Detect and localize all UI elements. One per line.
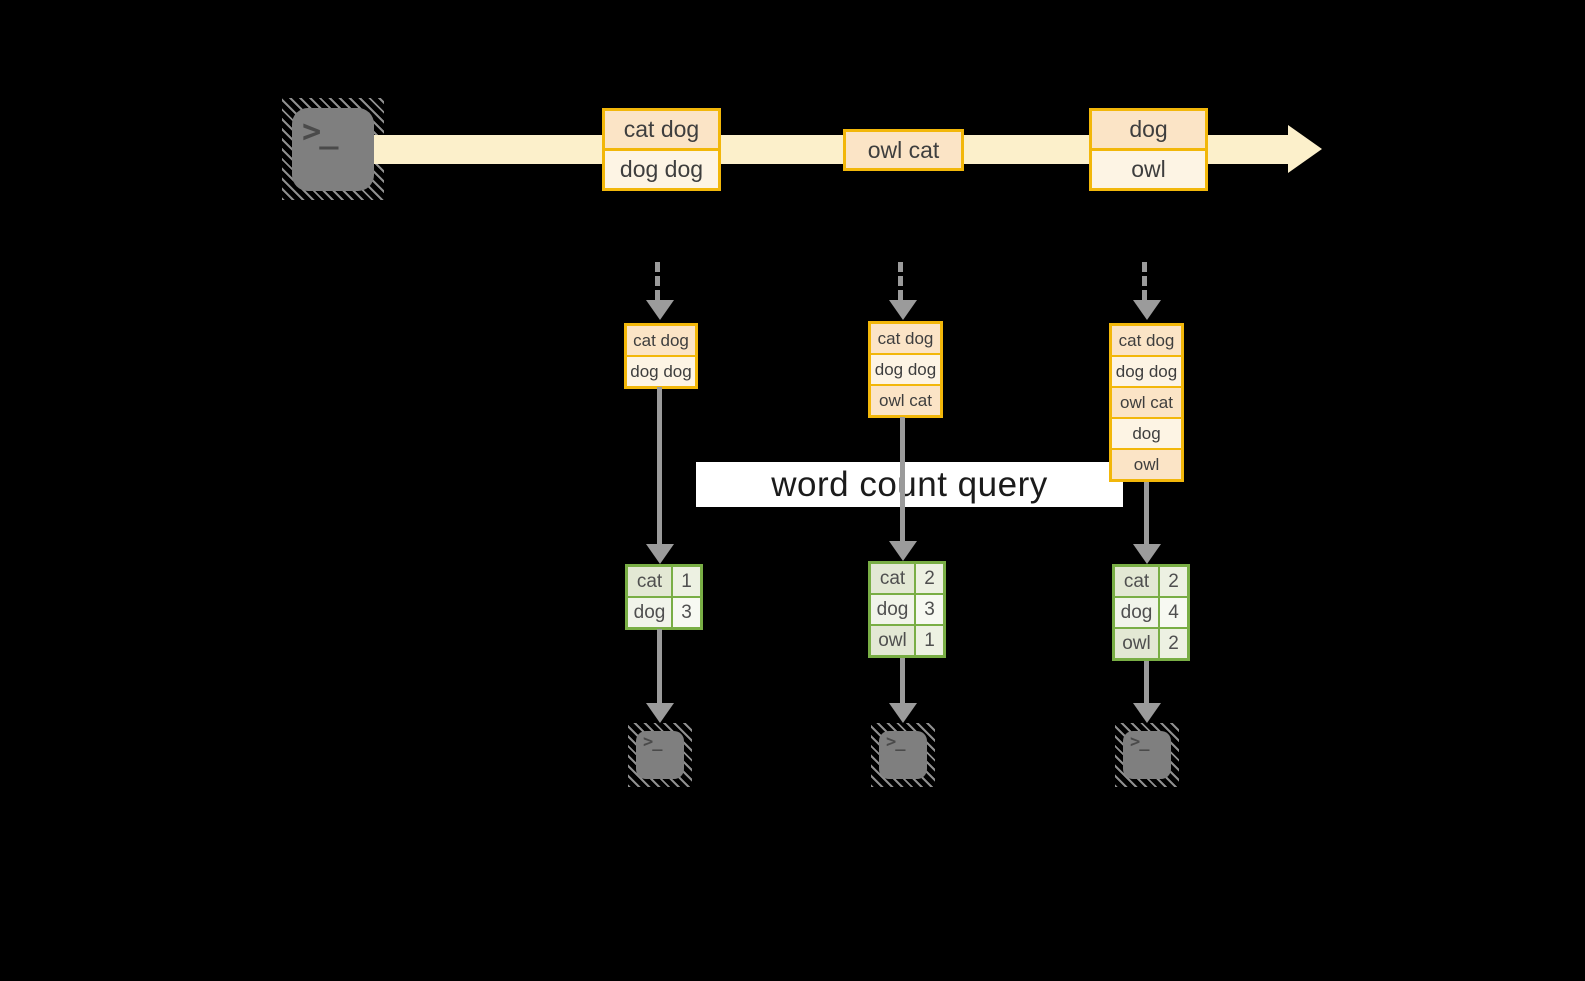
dashed-arrow-line	[655, 262, 660, 300]
received-message: cat dog	[627, 326, 695, 355]
count-cell: 1	[916, 626, 943, 655]
consumer1-terminal-icon: >_	[636, 731, 684, 779]
message-line: owl	[1092, 151, 1205, 188]
terminal-prompt-icon: >_	[886, 732, 906, 752]
word-cell: dog	[628, 598, 671, 627]
word-cell: cat	[1115, 567, 1158, 596]
received-message: owl	[1112, 450, 1181, 479]
consumer2-received-stack: cat dog dog dog owl cat	[868, 321, 943, 418]
word-cell: dog	[1115, 598, 1158, 627]
received-message: dog dog	[627, 357, 695, 386]
table-row: cat 1	[628, 567, 700, 596]
table-row: cat 2	[871, 564, 943, 593]
message-line: cat dog	[605, 111, 718, 148]
arrowhead-icon	[646, 703, 674, 723]
count-cell: 3	[916, 595, 943, 624]
received-message: cat dog	[871, 324, 940, 353]
stream-arrowhead-icon	[1288, 125, 1322, 173]
terminal-prompt-icon: >_	[1130, 732, 1150, 752]
consumer3-received-stack: cat dog dog dog owl cat dog owl	[1109, 323, 1184, 482]
consumer2-count-table: cat 2 dog 3 owl 1	[868, 561, 946, 658]
table-row: cat 2	[1115, 567, 1187, 596]
word-cell: cat	[628, 567, 671, 596]
consumer3-count-table: cat 2 dog 4 owl 2	[1112, 564, 1190, 661]
table-row: dog 3	[628, 598, 700, 627]
received-message: dog	[1112, 419, 1181, 448]
table-row: owl 1	[871, 626, 943, 655]
arrow-line	[900, 417, 905, 542]
table-row: owl 2	[1115, 629, 1187, 658]
message-line: dog	[1092, 111, 1205, 148]
received-message: dog dog	[1112, 357, 1181, 386]
arrow-line	[1144, 482, 1149, 545]
consumer1-count-table: cat 1 dog 3	[625, 564, 703, 630]
terminal-prompt-icon: >_	[302, 112, 339, 150]
arrowhead-icon	[889, 541, 917, 561]
terminal-prompt-icon: >_	[643, 732, 663, 752]
dashed-arrowhead-icon	[1133, 300, 1161, 320]
arrow-line	[1144, 661, 1149, 705]
arrowhead-icon	[1133, 544, 1161, 564]
dashed-arrow-line	[898, 262, 903, 300]
stream-message-1: cat dog dog dog	[602, 108, 721, 191]
consumer1-received-stack: cat dog dog dog	[624, 323, 698, 389]
count-cell: 2	[1160, 629, 1187, 658]
received-message: dog dog	[871, 355, 940, 384]
count-cell: 2	[916, 564, 943, 593]
count-cell: 2	[1160, 567, 1187, 596]
arrowhead-icon	[889, 703, 917, 723]
arrowhead-icon	[646, 544, 674, 564]
table-row: dog 3	[871, 595, 943, 624]
arrow-line	[657, 387, 662, 545]
arrow-line	[900, 658, 905, 705]
received-message: owl cat	[1112, 388, 1181, 417]
message-line: owl cat	[846, 132, 961, 168]
arrowhead-icon	[1133, 703, 1161, 723]
word-cell: owl	[871, 626, 914, 655]
arrow-line	[657, 629, 662, 705]
count-cell: 1	[673, 567, 700, 596]
dashed-arrowhead-icon	[646, 300, 674, 320]
table-row: dog 4	[1115, 598, 1187, 627]
query-banner: word count query	[696, 462, 1123, 507]
message-line: dog dog	[605, 151, 718, 188]
consumer2-terminal-icon: >_	[879, 731, 927, 779]
dashed-arrowhead-icon	[889, 300, 917, 320]
received-message: cat dog	[1112, 326, 1181, 355]
consumer3-terminal-icon: >_	[1123, 731, 1171, 779]
received-message: owl cat	[871, 386, 940, 415]
word-cell: cat	[871, 564, 914, 593]
word-cell: owl	[1115, 629, 1158, 658]
word-cell: dog	[871, 595, 914, 624]
count-cell: 3	[673, 598, 700, 627]
dashed-arrow-line	[1142, 262, 1147, 300]
stream-message-3: dog owl	[1089, 108, 1208, 191]
query-banner-label: word count query	[771, 464, 1048, 504]
producer-terminal-icon: >_	[292, 108, 374, 191]
stream-message-2: owl cat	[843, 129, 964, 171]
count-cell: 4	[1160, 598, 1187, 627]
